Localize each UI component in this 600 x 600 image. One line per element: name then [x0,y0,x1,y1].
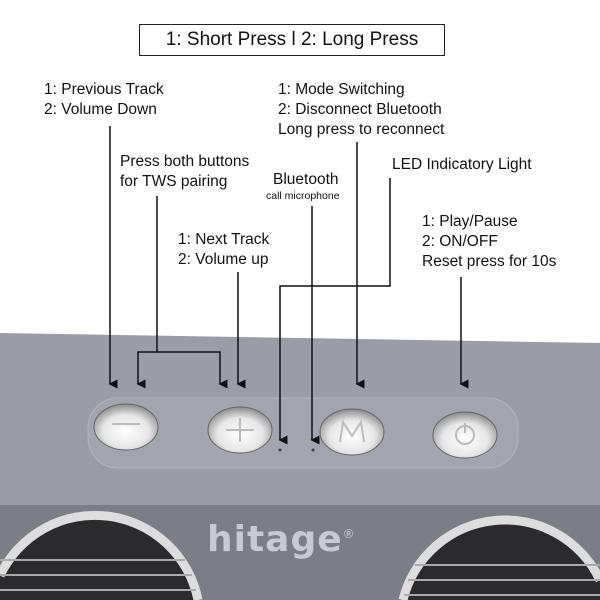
button-panel [87,397,519,469]
speaker-grille-left [0,510,203,600]
brand-logo: hitage® [207,519,356,560]
legend-box: 1: Short Press l 2: Long Press [139,24,445,56]
microphone-hole [311,448,315,452]
minus-button[interactable] [93,403,159,451]
mode-button[interactable] [319,408,385,456]
led-label: LED Indicatory Light [392,156,532,173]
callout-arrows [108,126,469,445]
led-indicator [278,448,282,452]
power-button[interactable] [432,411,498,459]
speaker-grille-right [398,515,600,600]
plus-button[interactable] [207,406,273,454]
